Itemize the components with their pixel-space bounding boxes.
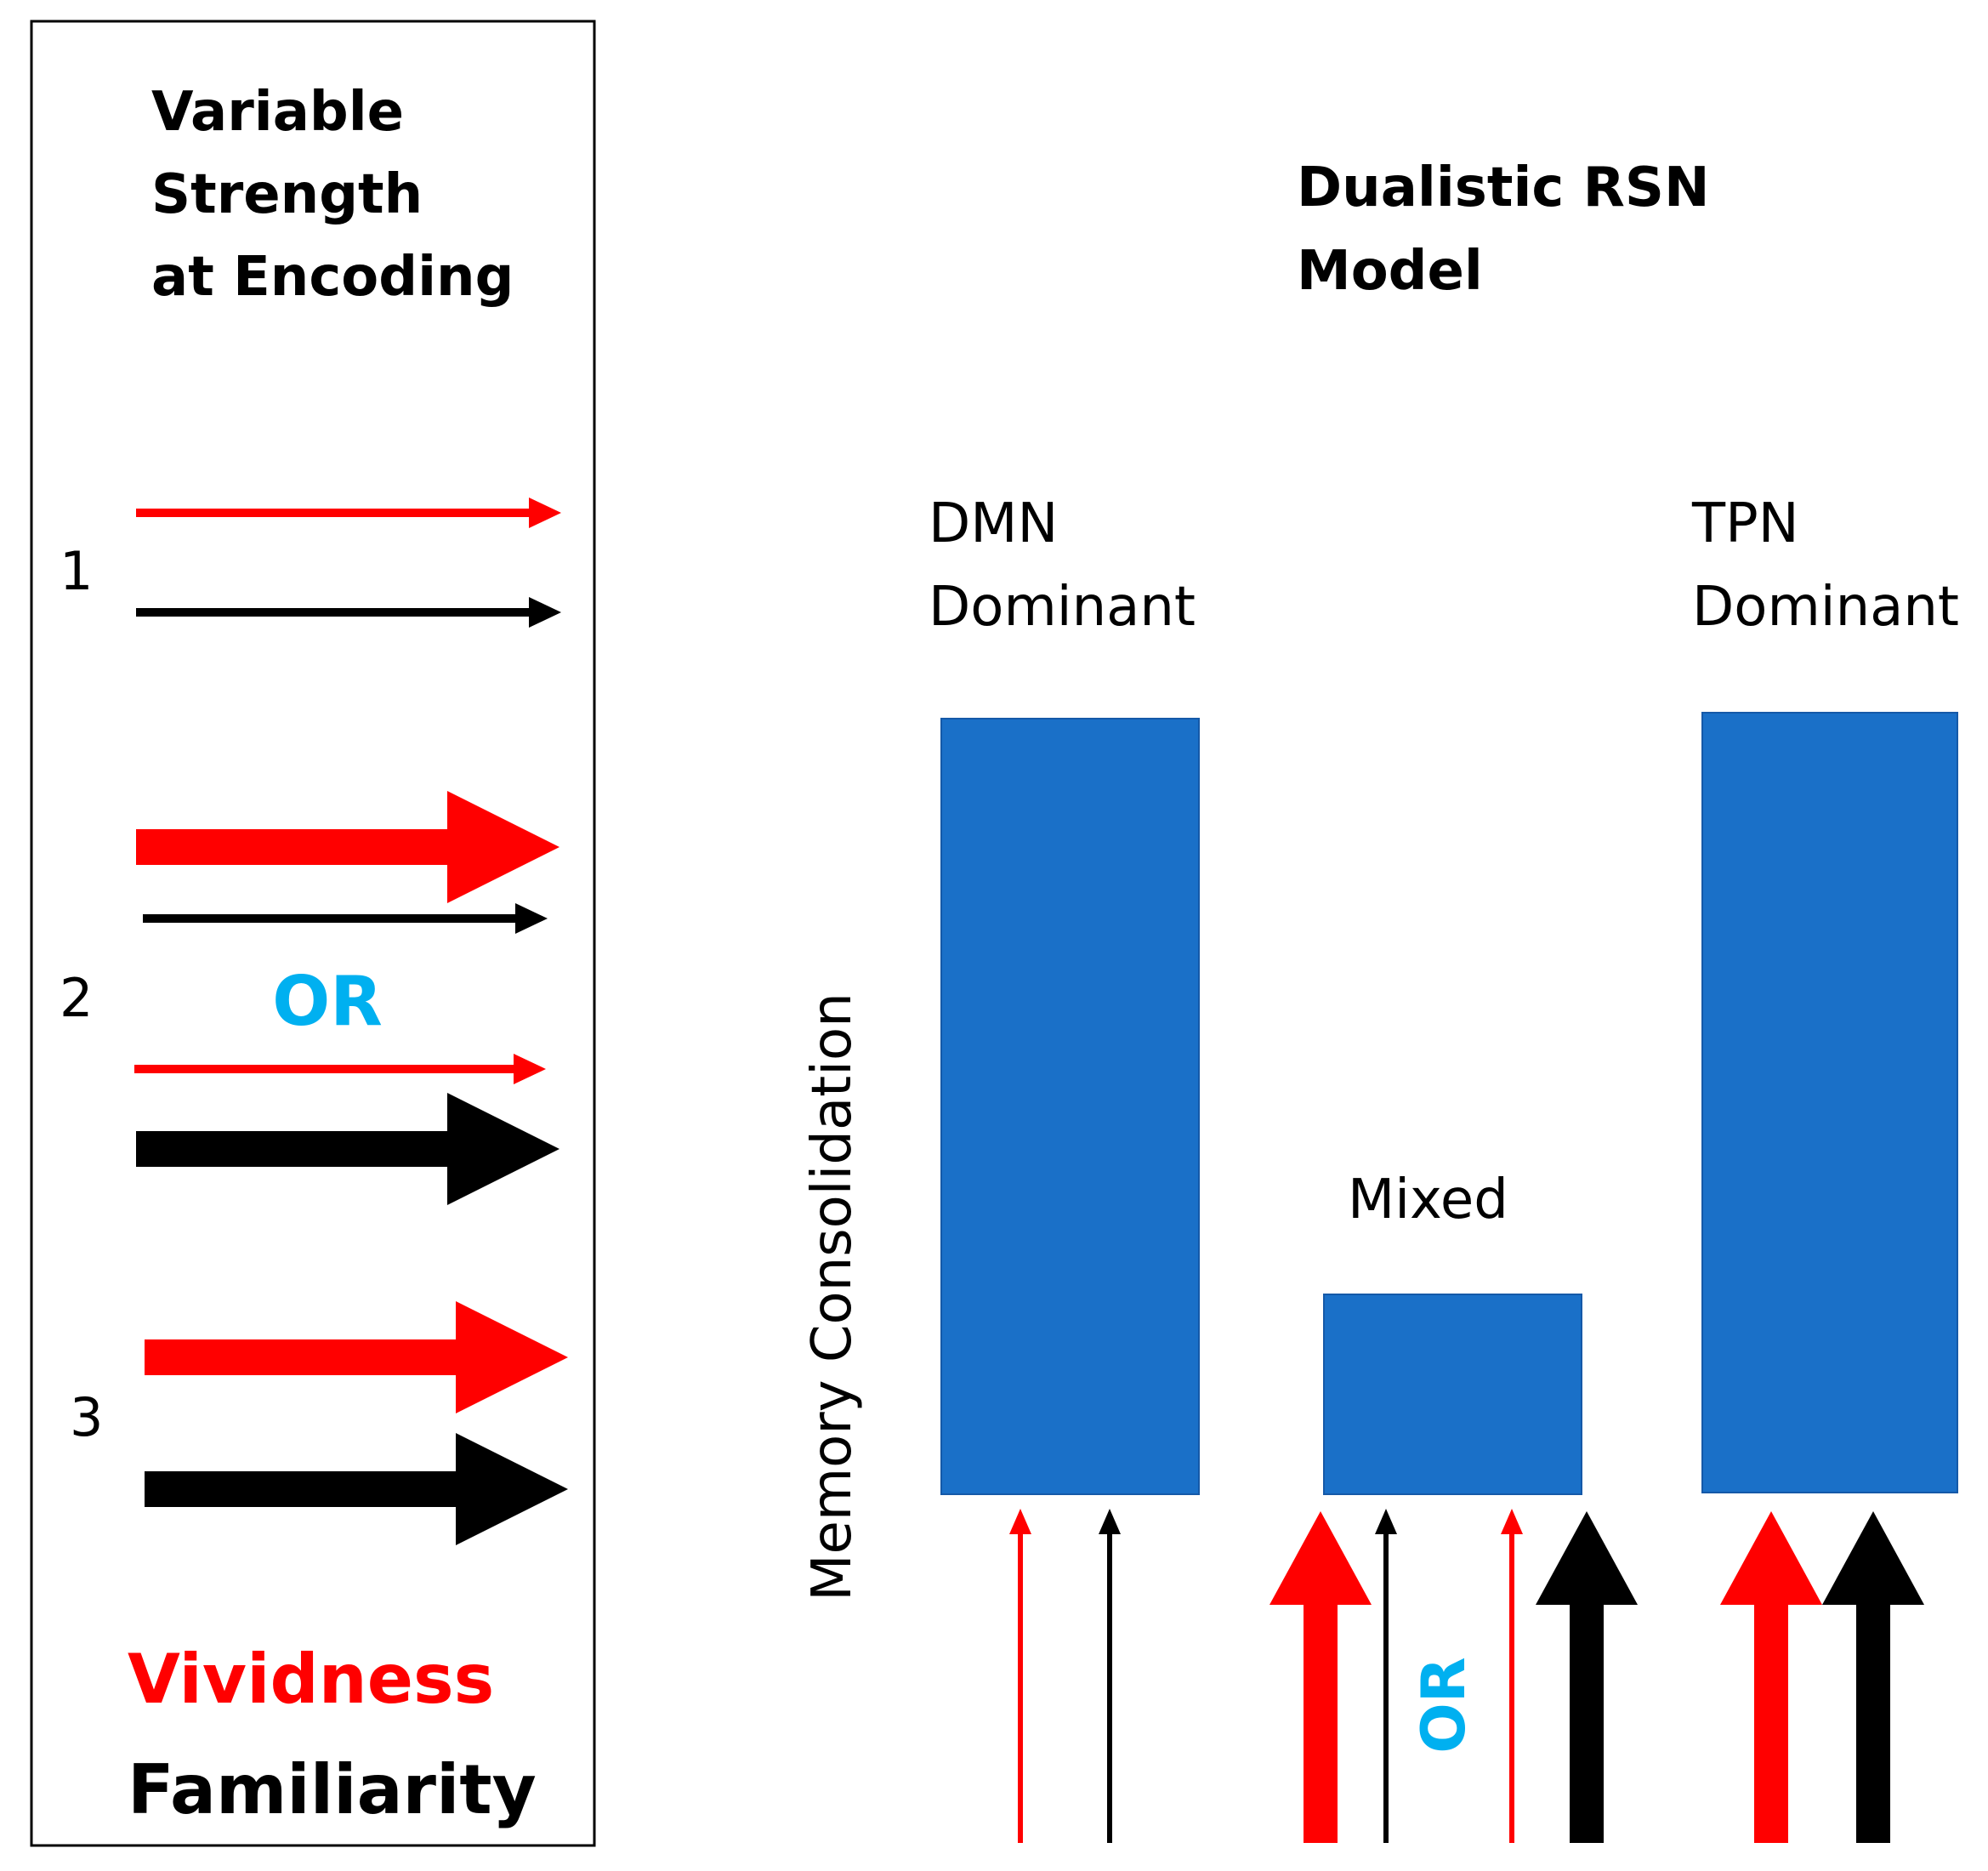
- bar-label-dmn-line-1: DMN: [929, 492, 1058, 555]
- legend-title: Variable Strength at Encoding: [151, 81, 514, 309]
- model-title-line-1: Dualistic RSN: [1297, 156, 1710, 219]
- legend-row-2-number: 2: [60, 967, 93, 1029]
- key-vividness: Vividness: [128, 1640, 494, 1719]
- tpn-vividness-arrow: [1720, 1511, 1822, 1843]
- legend-title-line-1: Variable: [151, 81, 404, 144]
- legend-row-1-number: 1: [60, 540, 93, 602]
- row-2b-vividness-arrow: [134, 1054, 546, 1084]
- model-title-line-2: Model: [1297, 240, 1483, 303]
- mixed-a-vividness-arrow: [1269, 1511, 1372, 1843]
- bar-label-tpn: TPN Dominant: [1691, 492, 1959, 639]
- bar-tpn-dominant: [1701, 712, 1958, 1493]
- mixed-b-vividness-arrow: [1501, 1509, 1523, 1843]
- mixed-b-familiarity-arrow: [1536, 1511, 1638, 1843]
- row-3-familiarity-arrow: [145, 1433, 568, 1545]
- model-title: Dualistic RSN Model: [1297, 156, 1729, 303]
- dmn-familiarity-arrow: [1099, 1509, 1121, 1843]
- key-familiarity: Familiarity: [128, 1750, 537, 1829]
- legend-title-line-3: at Encoding: [151, 246, 514, 309]
- row-1-vividness-arrow: [136, 498, 561, 528]
- bar-label-dmn-line-2: Dominant: [929, 576, 1196, 639]
- row-1-familiarity-arrow: [136, 597, 561, 628]
- legend-panel: Variable Strength at Encoding 1 2 OR: [30, 20, 596, 1847]
- bar-label-dmn: DMN Dominant: [929, 492, 1196, 639]
- row-2a-familiarity-arrow: [143, 903, 548, 934]
- mixed-a-familiarity-arrow: [1375, 1509, 1397, 1843]
- legend-frame: [30, 20, 596, 1847]
- legend-title-line-2: Strength: [151, 163, 423, 226]
- bar-label-mixed-line-1: Mixed: [1348, 1169, 1508, 1231]
- row-3-vividness-arrow: [145, 1301, 568, 1413]
- model-or-label: OR: [1409, 1657, 1479, 1753]
- bar-label-tpn-line-2: Dominant: [1692, 576, 1959, 639]
- bar-label-tpn-line-1: TPN: [1691, 492, 1799, 555]
- model-panel: Dualistic RSN Model Memory Consolidation…: [801, 156, 1959, 1843]
- dmn-vividness-arrow: [1009, 1509, 1031, 1843]
- bar-label-mixed: Mixed: [1348, 1169, 1508, 1231]
- legend-or-label: OR: [272, 962, 383, 1041]
- bar-dmn-dominant: [940, 718, 1200, 1495]
- row-2b-familiarity-arrow: [136, 1093, 559, 1205]
- y-axis-label: Memory Consolidation: [801, 992, 864, 1601]
- row-2a-vividness-arrow: [136, 791, 559, 903]
- bar-mixed: [1323, 1294, 1582, 1495]
- legend-row-3-number: 3: [70, 1386, 103, 1448]
- tpn-familiarity-arrow: [1822, 1511, 1924, 1843]
